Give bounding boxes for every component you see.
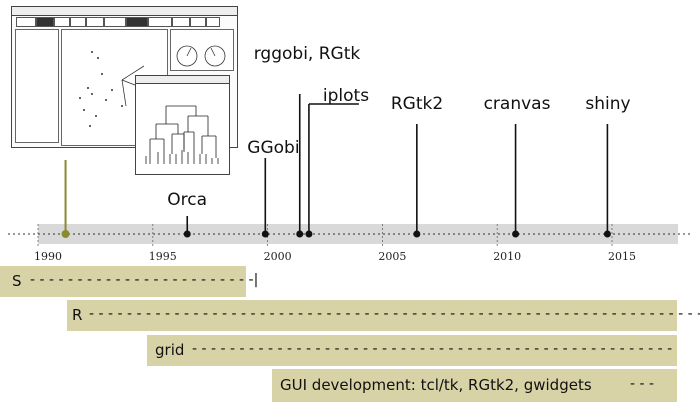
tick-label: 2000 bbox=[263, 250, 292, 263]
toolbar-button bbox=[36, 17, 54, 27]
bar-dashes-gui: - - - bbox=[630, 376, 655, 392]
tick-label: 2015 bbox=[608, 250, 636, 263]
control-panel bbox=[15, 29, 59, 143]
tool-point bbox=[261, 230, 269, 238]
tool-label: shiny bbox=[585, 94, 631, 114]
tool-point bbox=[512, 230, 520, 238]
toolbar-button bbox=[70, 17, 86, 27]
tick-label: 2005 bbox=[378, 250, 407, 263]
tick-label: 2010 bbox=[493, 250, 522, 263]
tool-label: RGtk2 bbox=[390, 94, 444, 114]
bar-label-gui: GUI development: tcl/tk, RGtk2, gwidgets bbox=[280, 376, 592, 394]
tool-label: GGobi bbox=[247, 138, 300, 158]
tool-label: Orca bbox=[167, 190, 207, 210]
toolbar-button bbox=[126, 17, 148, 27]
bar-dashes-grid: - - - - - - - - - - - - - - - - - - - - … bbox=[192, 341, 673, 357]
toolbar-button bbox=[172, 17, 190, 27]
tick-label: 1990 bbox=[34, 250, 62, 263]
variable-panel bbox=[170, 29, 234, 71]
bar-r: R - - - - - - - - - - - - - - - - - - - … bbox=[67, 300, 700, 331]
tool-point bbox=[61, 230, 70, 238]
bar-label-s: S bbox=[12, 272, 22, 290]
tool-point bbox=[305, 230, 313, 238]
tick-label: 1995 bbox=[148, 250, 177, 263]
toolbar-button bbox=[104, 17, 126, 27]
toolbar-button bbox=[190, 17, 206, 27]
toolbar-button bbox=[206, 17, 220, 27]
bar-label-r: R bbox=[72, 306, 83, 324]
bar-dashes-s: - - - - - - - - - - - - - - - - - - - - … bbox=[30, 272, 259, 288]
dendrogram-plot bbox=[145, 105, 219, 164]
dendrogram-window bbox=[135, 75, 230, 175]
tool-point bbox=[183, 230, 191, 238]
window-titlebar bbox=[136, 76, 229, 84]
toolbar-button bbox=[54, 17, 70, 27]
bar-label-grid: grid bbox=[155, 341, 185, 359]
tool-point bbox=[413, 230, 421, 238]
tool-point bbox=[603, 230, 611, 238]
bar-gui: GUI development: tcl/tk, RGtk2, gwidgets… bbox=[272, 369, 677, 402]
window-titlebar bbox=[12, 7, 237, 16]
bar-s: S - - - - - - - - - - - - - - - - - - - … bbox=[0, 266, 258, 297]
tool-label: cranvas bbox=[483, 94, 551, 114]
toolbar-button bbox=[148, 17, 172, 27]
bar-grid: grid - - - - - - - - - - - - - - - - - -… bbox=[147, 335, 677, 366]
toolbar-button bbox=[86, 17, 104, 27]
variable-circles bbox=[176, 45, 226, 67]
toolbar-button bbox=[16, 17, 36, 27]
tool-label: iplots bbox=[322, 86, 370, 106]
tool-label: rggobi, RGtk bbox=[253, 44, 361, 64]
bar-dashes-r: - - - - - - - - - - - - - - - - - - - - … bbox=[89, 306, 700, 322]
tool-point bbox=[296, 230, 304, 238]
